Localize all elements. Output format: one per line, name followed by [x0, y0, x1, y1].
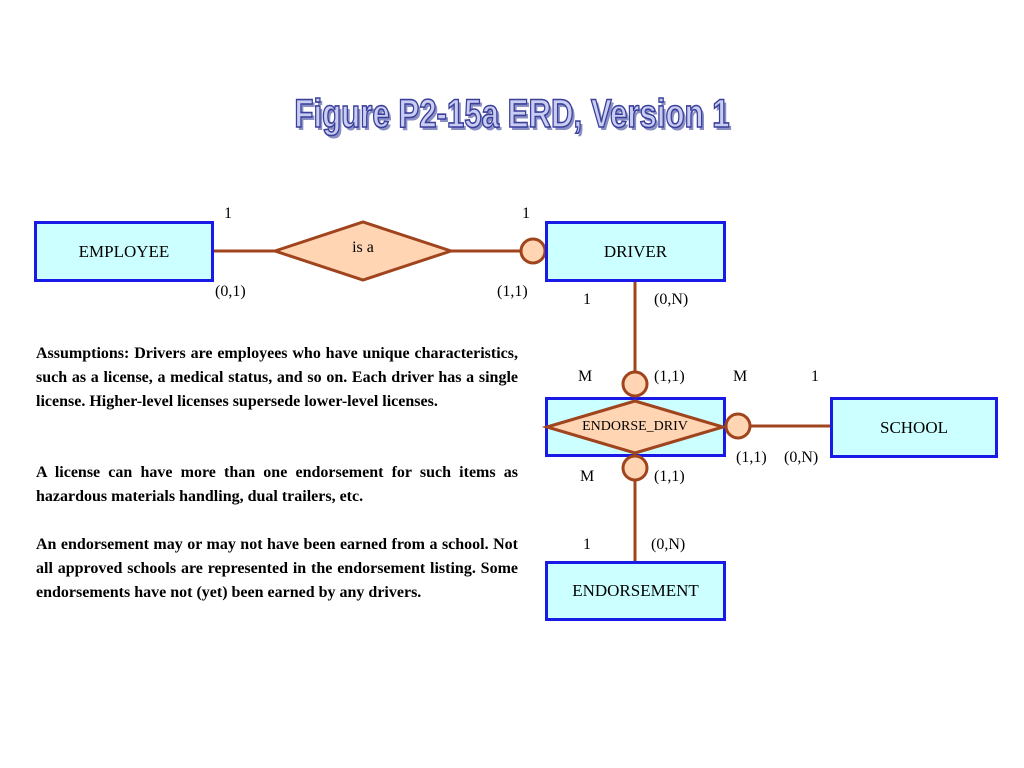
card-endorsement-1: 1: [583, 536, 591, 553]
card-employee-bottom: (0,1): [215, 283, 246, 300]
entity-endorsement: ENDORSEMENT: [545, 561, 726, 621]
isa-diamond: [270, 220, 456, 282]
card-endorse-right-11: (1,1): [736, 449, 767, 466]
optional-circle-endorse-bottom: [621, 454, 649, 482]
isa-label: is a: [352, 239, 374, 256]
card-school-0n: (0,N): [784, 449, 819, 466]
card-employee-top: 1: [224, 205, 232, 222]
figure-title: Figure P2-15a ERD, Version 1: [294, 91, 730, 137]
card-driver-left-top: 1: [522, 205, 530, 222]
assumption-paragraph-2: A license can have more than one endorse…: [36, 464, 518, 505]
card-endorse-top-11: (1,1): [654, 368, 685, 385]
endorse-driv-label: ENDORSE_DRIV: [582, 419, 688, 434]
assumption-paragraph-1: Assumptions: Drivers are employees who h…: [36, 345, 518, 410]
optional-circle-endorse-right: [724, 412, 752, 440]
card-endorse-bottom-m: M: [580, 468, 595, 485]
card-endorse-bottom-11: (1,1): [654, 468, 685, 485]
entity-driver: DRIVER: [545, 221, 726, 282]
card-driver-below-0n: (0,N): [654, 291, 689, 308]
card-endorse-right-m: M: [733, 368, 748, 385]
entity-employee: EMPLOYEE: [34, 221, 214, 282]
entity-school: SCHOOL: [830, 397, 998, 458]
card-endorsement-0n: (0,N): [651, 536, 686, 553]
assumption-paragraph-3: An endorsement may or may not have been …: [36, 536, 518, 601]
card-school-1: 1: [811, 368, 819, 385]
card-driver-below-1: 1: [583, 291, 591, 308]
card-driver-left-bottom: (1,1): [497, 283, 528, 300]
card-endorse-top-m: M: [578, 368, 593, 385]
endorse-driv-diamond: [541, 399, 729, 455]
optional-circle-endorse-top: [621, 370, 649, 398]
